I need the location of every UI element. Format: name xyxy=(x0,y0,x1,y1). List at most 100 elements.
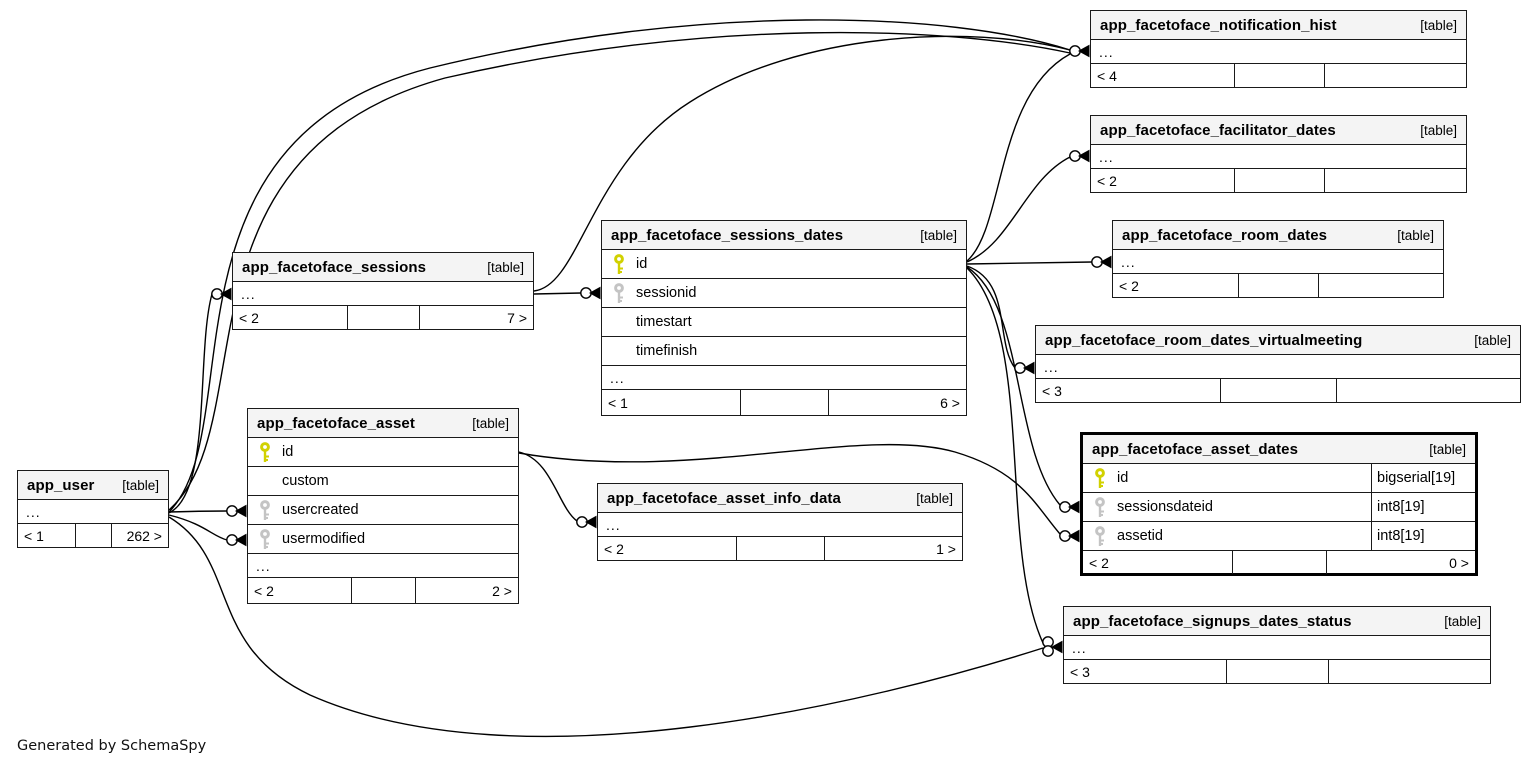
elided-columns-row[interactable]: ... xyxy=(248,554,518,578)
footer-children-count xyxy=(1317,274,1443,297)
elided-columns-row[interactable]: ... xyxy=(1064,636,1490,660)
table-header[interactable]: app_facetoface_room_dates[table] xyxy=(1113,221,1443,250)
table-header[interactable]: app_facetoface_asset[table] xyxy=(248,409,518,438)
table-header[interactable]: app_facetoface_signups_dates_status[tabl… xyxy=(1064,607,1490,636)
table-name[interactable]: app_facetoface_asset_info_data xyxy=(607,489,841,507)
table-name[interactable]: app_facetoface_signups_dates_status xyxy=(1073,612,1352,630)
key-icon-cell xyxy=(602,282,636,304)
table-footer: < 3 xyxy=(1064,660,1490,683)
table-app-facetoface-room-dates-virtualmeeting[interactable]: app_facetoface_room_dates_virtualmeeting… xyxy=(1035,325,1521,403)
column-row-custom[interactable]: custom xyxy=(248,467,518,496)
column-row-id[interactable]: id xyxy=(248,438,518,467)
table-app-facetoface-facilitator-dates[interactable]: app_facetoface_facilitator_dates[table].… xyxy=(1090,115,1467,193)
footer-children-count xyxy=(1323,169,1467,192)
footer-middle-cell xyxy=(740,390,827,415)
table-tag: [table] xyxy=(122,477,159,493)
table-name[interactable]: app_facetoface_room_dates_virtualmeeting xyxy=(1045,331,1363,349)
column-row-usercreated[interactable]: usercreated xyxy=(248,496,518,525)
table-app-facetoface-signups-dates-status[interactable]: app_facetoface_signups_dates_status[tabl… xyxy=(1063,606,1491,684)
footer-parents-count: < 4 xyxy=(1097,67,1117,84)
elided-columns-row[interactable]: ... xyxy=(1113,250,1443,274)
table-footer: < 3 xyxy=(1036,379,1520,402)
elided-columns-row[interactable]: ... xyxy=(598,513,962,537)
table-name[interactable]: app_facetoface_asset_dates xyxy=(1092,440,1299,458)
edge-sessionsdates-signups xyxy=(966,267,1044,644)
column-name: timestart xyxy=(636,314,692,330)
column-row-usermodified[interactable]: usermodified xyxy=(248,525,518,554)
footer-children-count: 262 > xyxy=(111,524,168,547)
elided-columns-row[interactable]: ... xyxy=(602,366,966,390)
table-name[interactable]: app_facetoface_facilitator_dates xyxy=(1100,121,1336,139)
table-app-facetoface-notification-hist[interactable]: app_facetoface_notification_hist [table].… xyxy=(1090,10,1467,88)
elided-columns-row[interactable]: ... xyxy=(1036,355,1520,379)
footer-children-count xyxy=(1328,660,1490,683)
footer-children-count xyxy=(1336,379,1520,402)
column-name: sessionid xyxy=(636,285,697,301)
endpoint-assetinfodata xyxy=(576,515,597,529)
foreign-key-icon xyxy=(1095,525,1105,546)
column-name: usercreated xyxy=(282,502,359,518)
table-name[interactable]: app_facetoface_sessions xyxy=(242,258,427,276)
footer-middle-cell xyxy=(350,578,416,603)
footer-parents-count: < 2 xyxy=(254,582,274,599)
table-name[interactable]: app_facetoface_asset xyxy=(257,414,415,432)
foreign-key-icon xyxy=(260,499,270,520)
footer-children-count xyxy=(1323,64,1467,87)
elided-columns-row[interactable]: ... xyxy=(233,282,533,306)
table-header[interactable]: app_facetoface_asset_dates[table] xyxy=(1083,435,1475,464)
elided-columns-row[interactable]: ... xyxy=(18,500,168,524)
footer-parents-count: < 3 xyxy=(1042,382,1062,399)
table-name[interactable]: app_facetoface_sessions_dates xyxy=(611,226,844,244)
table-header[interactable]: app_facetoface_asset_info_data[table] xyxy=(598,484,962,513)
table-tag: [table] xyxy=(1420,17,1457,33)
table-header[interactable]: app_facetoface_sessions[table] xyxy=(233,253,533,282)
table-header[interactable]: app_facetoface_notification_hist [table] xyxy=(1091,11,1466,40)
generated-by-note: Generated by SchemaSpy xyxy=(17,738,207,754)
table-app-facetoface-sessions-dates[interactable]: app_facetoface_sessions_dates[table]id se… xyxy=(601,220,967,416)
column-type: bigserial[19] xyxy=(1371,464,1475,492)
edge-user-notification xyxy=(168,19,1071,513)
elided-columns-row[interactable]: ... xyxy=(1091,145,1466,169)
column-row-sessionid[interactable]: sessionid xyxy=(602,279,966,308)
column-row-id[interactable]: id xyxy=(602,250,966,279)
endpoint-sessionsdates-sessionid xyxy=(580,286,601,300)
table-header[interactable]: app_user [table] xyxy=(18,471,168,500)
footer-parents-count: < 2 xyxy=(239,309,259,326)
key-icon-cell xyxy=(248,528,282,550)
edge-user-asset-usercreated xyxy=(168,510,228,513)
table-header[interactable]: app_facetoface_sessions_dates[table] xyxy=(602,221,966,250)
table-header[interactable]: app_facetoface_facilitator_dates[table] xyxy=(1091,116,1466,145)
footer-middle-cell xyxy=(1219,379,1336,402)
column-row-timefinish[interactable]: timefinish xyxy=(602,337,966,366)
foreign-key-icon xyxy=(614,282,624,303)
table-name[interactable]: app_user xyxy=(27,476,95,494)
footer-middle-cell xyxy=(1231,551,1326,574)
column-row-timestart[interactable]: timestart xyxy=(602,308,966,337)
column-name: usermodified xyxy=(282,531,366,547)
primary-key-icon xyxy=(614,253,624,274)
foreign-key-icon xyxy=(1095,496,1105,517)
footer-middle-cell xyxy=(75,524,111,547)
footer-children-count: 6 > xyxy=(827,390,966,415)
table-name[interactable]: app_facetoface_room_dates xyxy=(1122,226,1328,244)
endpoint-notification xyxy=(1069,44,1090,58)
footer-middle-cell xyxy=(347,306,419,329)
edge-sessionsdates-facilitator xyxy=(966,156,1071,263)
table-app-facetoface-room-dates[interactable]: app_facetoface_room_dates[table]...< 2 xyxy=(1112,220,1444,298)
table-app-facetoface-asset-info-data[interactable]: app_facetoface_asset_info_data[table]...… xyxy=(597,483,963,561)
table-name[interactable]: app_facetoface_notification_hist xyxy=(1100,16,1337,34)
elided-columns-row[interactable]: ... xyxy=(1091,40,1466,64)
table-header[interactable]: app_facetoface_room_dates_virtualmeeting… xyxy=(1036,326,1520,355)
